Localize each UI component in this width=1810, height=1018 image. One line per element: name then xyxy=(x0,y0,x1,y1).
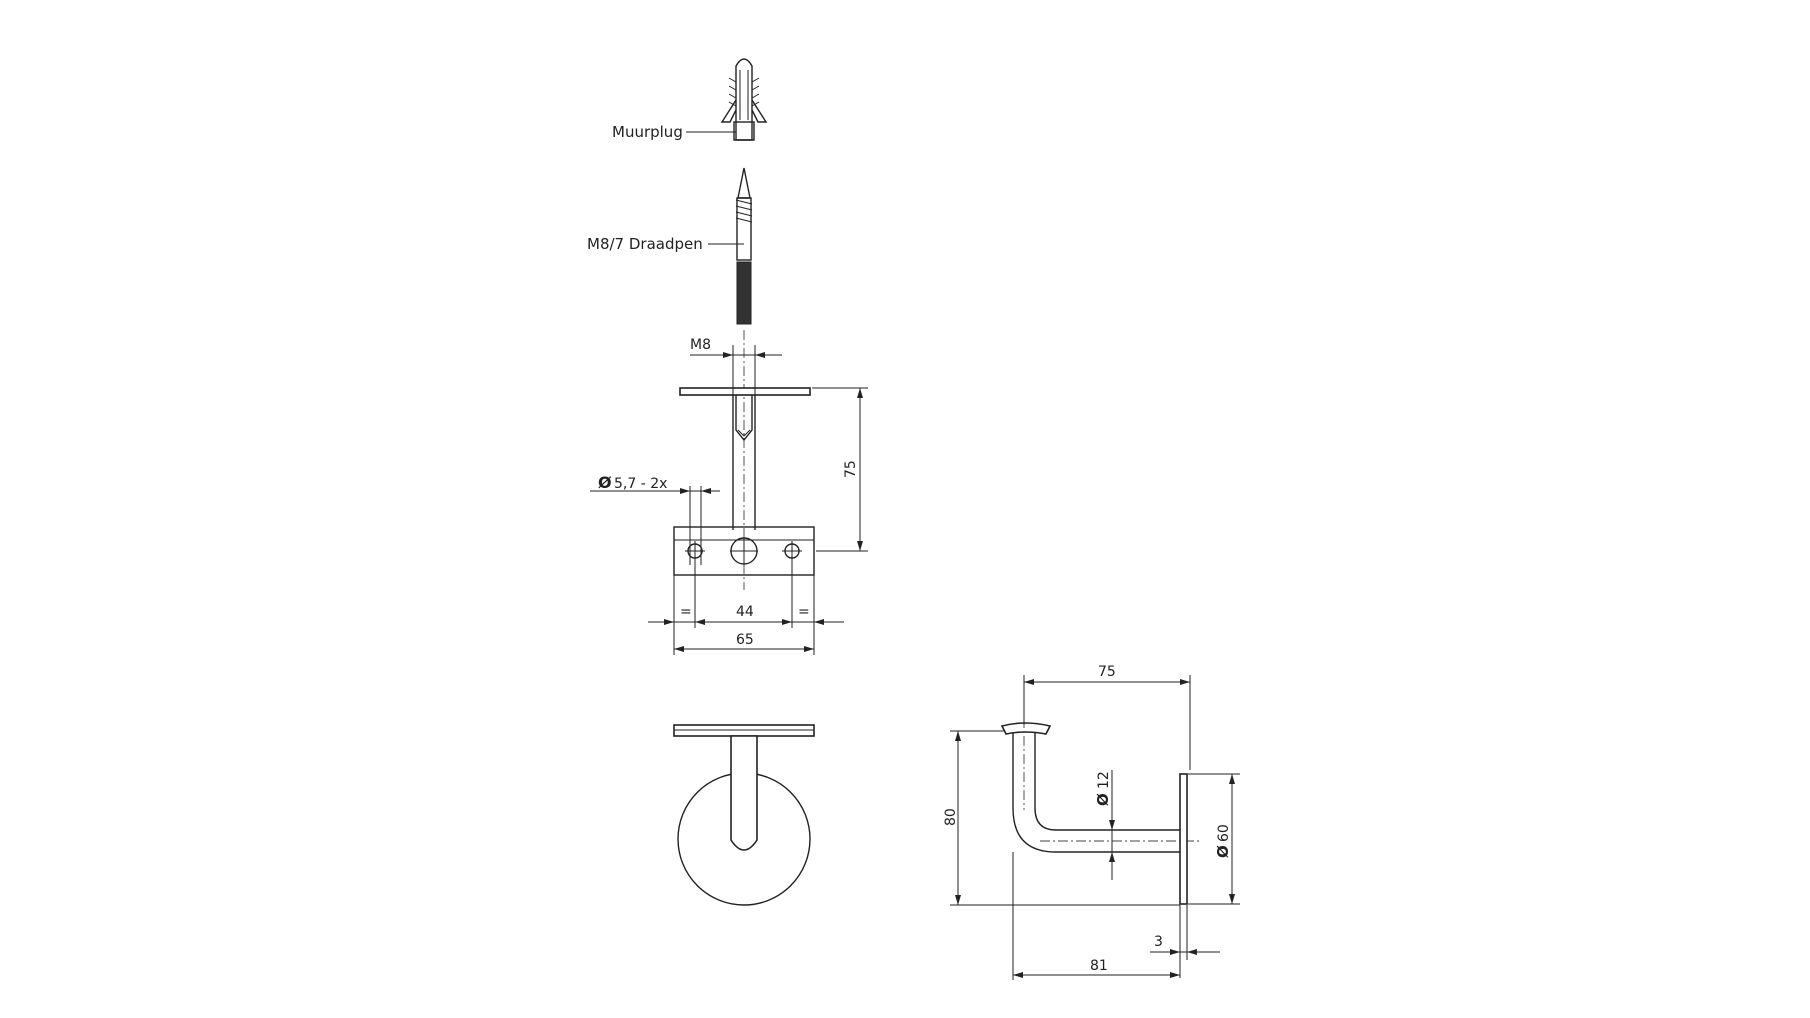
dim-hole-symbol: Ø xyxy=(598,473,612,492)
dim-height-top xyxy=(812,387,868,552)
bracket-side-view xyxy=(1000,700,1200,980)
dim-bar-dia-symbol: Ø xyxy=(1094,793,1112,806)
dim-hole-label: 5,7 - 2x xyxy=(614,476,667,492)
bracket-top-view xyxy=(673,330,815,590)
dim-height-top-label: 75 xyxy=(843,460,859,478)
dim-hole-spacing xyxy=(648,560,844,655)
dim-height-side xyxy=(950,730,1180,906)
dim-thread-label: M8 xyxy=(690,337,711,353)
pin-label: M8/7 Draadpen xyxy=(587,235,703,253)
plug-label: Muurplug xyxy=(612,123,683,141)
dim-bar-dia xyxy=(1109,770,1115,880)
dim-reach-top xyxy=(1023,675,1191,770)
wall-plug-drawing xyxy=(686,58,768,141)
dim-eq-left: = xyxy=(680,604,692,620)
bracket-front-view xyxy=(673,724,815,906)
dim-reach-bottom-label: 81 xyxy=(1090,958,1108,974)
dim-rosette-dia xyxy=(1188,773,1240,905)
dim-rosette-thickness-label: 3 xyxy=(1154,934,1163,950)
dim-hole-spacing-label: 44 xyxy=(736,604,754,620)
dim-plate-width-label: 65 xyxy=(736,632,754,648)
threaded-pin-drawing xyxy=(708,167,753,325)
dim-rosette-dia-label: 60 xyxy=(1216,824,1232,842)
dim-rosette-thickness xyxy=(1150,905,1220,978)
dim-bar-dia-label: 12 xyxy=(1096,771,1112,789)
dim-rosette-dia-symbol: Ø xyxy=(1214,845,1232,858)
dim-reach-top-label: 75 xyxy=(1098,664,1116,680)
dim-reach-bottom xyxy=(1013,972,1180,978)
dim-height-side-label: 80 xyxy=(943,808,959,826)
dim-eq-right: = xyxy=(798,604,810,620)
dim-plate-width xyxy=(674,646,814,652)
dim-thread xyxy=(690,345,782,395)
dim-hole xyxy=(590,486,720,565)
